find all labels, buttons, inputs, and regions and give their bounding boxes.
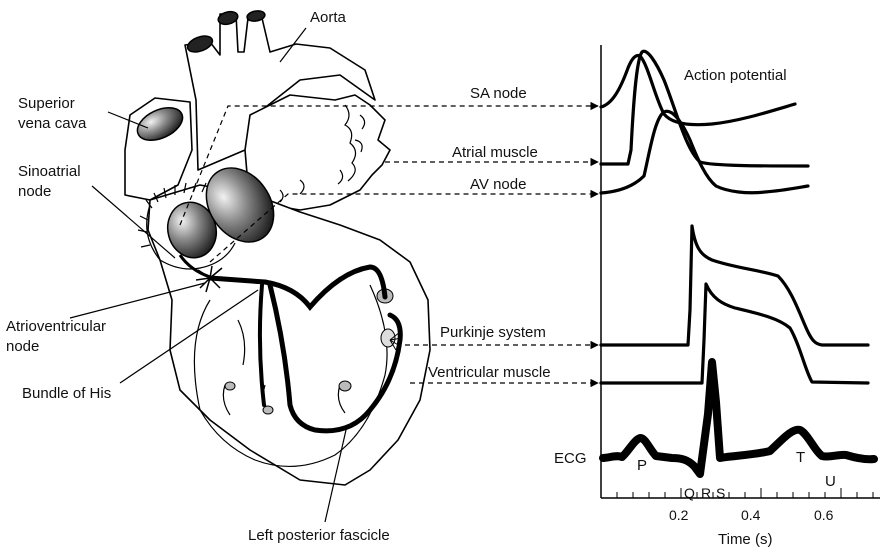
- ventricular-trace: [601, 284, 868, 383]
- purkinje-trace: [601, 226, 868, 345]
- papillary-muscle-1: [225, 382, 235, 390]
- av-label-line1: Atrioventricular: [6, 318, 106, 335]
- atrial-muscle-label: Atrial muscle: [452, 144, 538, 161]
- av-label-line2: node: [6, 338, 39, 355]
- ecg-u-label: U: [825, 473, 836, 490]
- av-node-label: AV node: [470, 176, 526, 193]
- action-potential-label: Action potential: [684, 67, 787, 84]
- x-tick-0-6: 0.6: [814, 507, 834, 523]
- papillary-muscle-2: [263, 406, 273, 414]
- ventricular-label: Ventricular muscle: [428, 364, 551, 381]
- sa-node-label: SA node: [470, 85, 527, 102]
- ecg-t-label: T: [796, 449, 805, 466]
- aorta-label: Aorta: [310, 9, 347, 26]
- svc-label-line1: Superior: [18, 95, 75, 112]
- x-tick-0-4: 0.4: [741, 507, 761, 523]
- left-posterior-fascicle-label: Left posterior fascicle: [248, 527, 390, 544]
- ecg-p-label: P: [637, 457, 647, 474]
- ecg-label: ECG: [554, 450, 587, 467]
- x-axis-title: Time (s): [718, 531, 772, 548]
- sa-node-trace: [601, 56, 795, 125]
- papillary-muscle-3: [339, 381, 351, 391]
- waveform-panel: Action potential ECG P Q R S T U 0.2 0.4: [554, 45, 880, 548]
- sinoatrial-label-line2: node: [18, 183, 51, 200]
- bundle-his-label: Bundle of His: [22, 385, 111, 402]
- purkinje-label: Purkinje system: [440, 324, 546, 341]
- heart-illustration: [125, 10, 430, 485]
- svc-label-line2: vena cava: [18, 115, 87, 132]
- sinoatrial-label-line1: Sinoatrial: [18, 163, 81, 180]
- x-tick-0-2: 0.2: [669, 507, 689, 523]
